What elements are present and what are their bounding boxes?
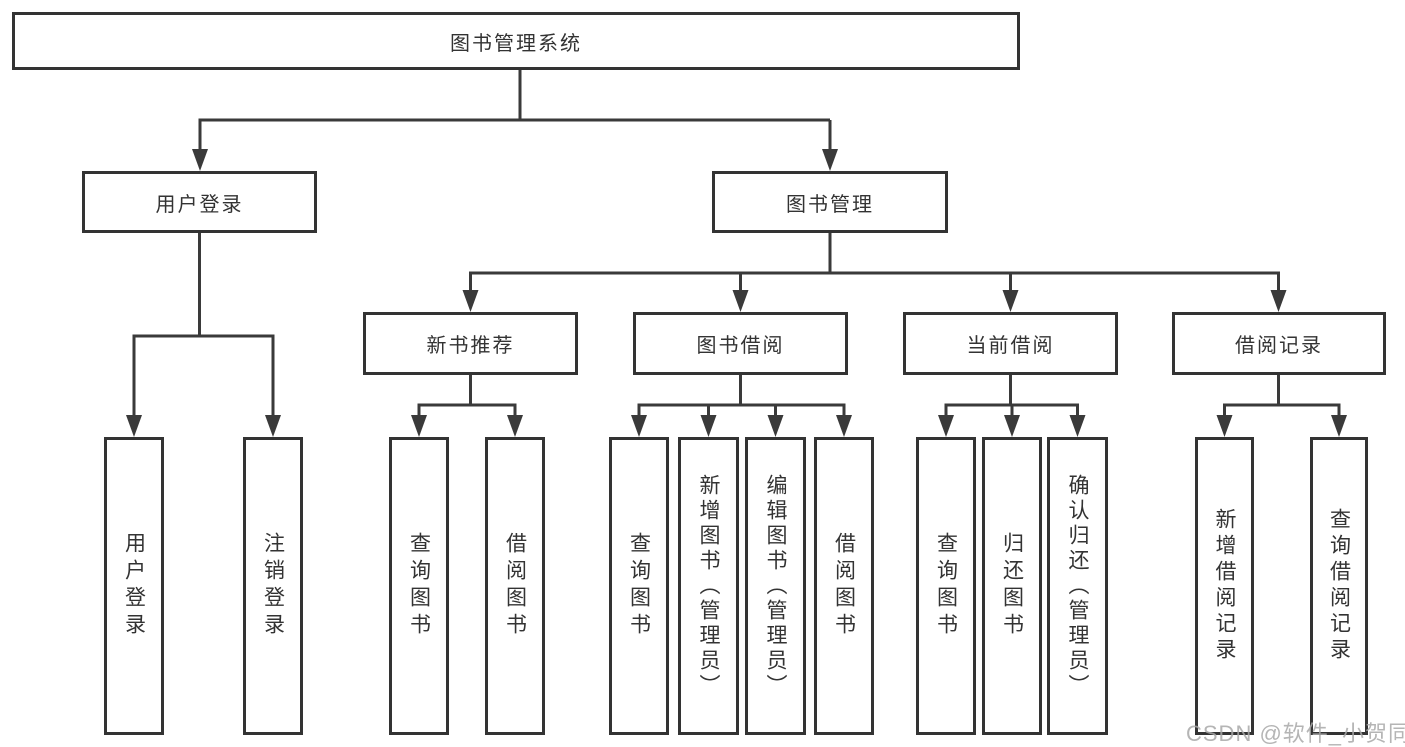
arrow-leaf [411,415,427,437]
leaf-query-books: 查询图书 [916,437,976,735]
node-new-book-rec: 新书推荐 [363,312,578,375]
csdn-watermark: CSDN @软件_小贺同学 [1186,721,1405,746]
leaf-borrow-books: 借阅图书 [814,437,874,735]
node-root: 图书管理系统 [12,12,1020,70]
arrow-leaf [767,415,784,437]
leaf-add-books-admin: 新增图书（管理员） [678,437,739,735]
arrow-leaf [265,415,281,437]
arrow-current-borrow [1002,290,1019,312]
node-user-login: 用户登录 [82,171,317,233]
leaf-return-books: 归还图书 [982,437,1042,735]
arrow-user-login [192,149,208,171]
leaf-edit-books-admin: 编辑图书（管理员） [745,437,806,735]
connector-newbookrec-to-leaves [417,375,517,416]
arrow-book-mgmt [822,149,838,171]
leaf-borrow-books: 借阅图书 [485,437,545,735]
leaf-query-borrow-record: 查询借阅记录 [1310,437,1368,735]
arrowheads [126,149,1347,437]
arrow-new-book-rec [462,290,479,312]
connector-currentborrow-to-leaves [944,375,1079,416]
leaf-add-borrow-record: 新增借阅记录 [1195,437,1254,735]
arrow-leaf [1216,415,1233,437]
leaf-confirm-return-admin: 确认归还（管理员） [1047,437,1108,735]
node-book-mgmt: 图书管理 [712,171,948,233]
arrow-leaf [126,415,142,437]
node-current-borrow: 当前借阅 [903,312,1118,375]
leaf-query-books: 查询图书 [609,437,669,735]
arrow-leaf [507,415,523,437]
connector-userlogin-to-leaves [132,232,275,416]
node-book-borrow: 图书借阅 [633,312,848,375]
leaf-logout: 注销登录 [243,437,303,735]
arrow-leaf [1069,415,1086,437]
arrow-leaf [1331,415,1347,437]
arrow-leaf [631,415,647,437]
arrow-book-borrow [732,290,749,312]
connector-bookmgmt-to-level3 [469,232,1280,291]
arrow-leaf [1004,415,1020,437]
arrow-leaf [836,415,852,437]
connector-root-to-level2 [198,70,832,151]
node-borrow-record: 借阅记录 [1172,312,1386,375]
leaf-user-login: 用户登录 [104,437,164,735]
arrow-leaf [938,415,954,437]
arrow-borrow-record [1270,290,1287,312]
leaf-query-books: 查询图书 [389,437,449,735]
connector-bookborrow-to-leaves [637,375,846,416]
arrow-leaf [700,415,717,437]
connector-borrowrecord-to-leaves [1223,375,1341,416]
